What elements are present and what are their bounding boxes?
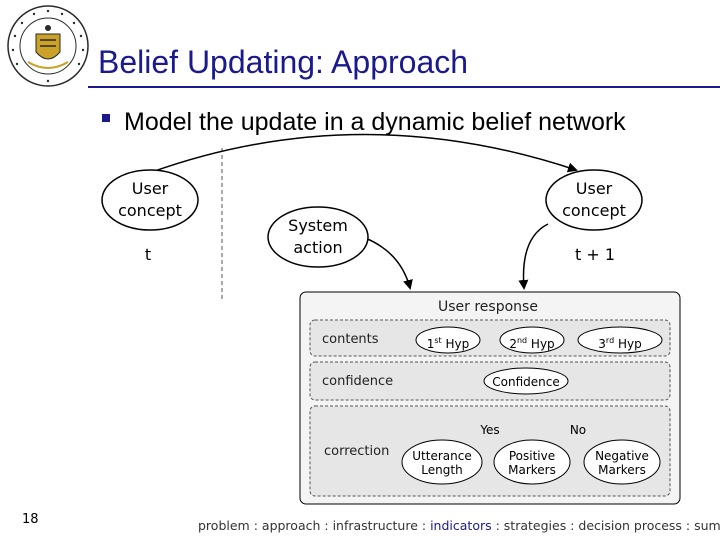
node-positive-markers [493, 439, 571, 485]
footer-item-approach[interactable]: approach [261, 518, 321, 533]
utterance-length-label: Utterance Length [402, 449, 482, 477]
yes-label: Yes [480, 423, 500, 437]
node-user-concept-t [101, 169, 199, 231]
node-confidence [483, 367, 569, 395]
node-hyp1 [415, 326, 481, 354]
node-hyp2 [499, 326, 565, 354]
system-action-label: System action [268, 215, 368, 259]
user-concept-t-label: User concept [102, 178, 198, 222]
user-response-title: User response [438, 299, 538, 315]
positive-markers-line2: Markers [508, 463, 556, 477]
user-concept-t-line1: User [131, 179, 169, 198]
node-hyp3 [577, 326, 663, 354]
footer-nav: problem : approach : infrastructure : in… [198, 518, 720, 533]
node-system-action [267, 206, 369, 268]
negative-markers-line1: Negative [595, 449, 649, 463]
footer-item-problem[interactable]: problem [198, 518, 250, 533]
positive-markers-line1: Positive [508, 449, 556, 463]
bullet-text: Model the update in a dynamic belief net… [124, 108, 626, 136]
user-concept-t-line2: concept [118, 201, 182, 220]
contents-label: contents [322, 332, 379, 347]
contents-box [309, 319, 671, 357]
title-divider [88, 86, 720, 88]
footer-separator: : [417, 518, 431, 533]
utterance-length-line1: Utterance [412, 449, 472, 463]
correction-label: correction [324, 444, 390, 459]
node-utterance-length [401, 439, 483, 485]
user-concept-t1-line2: concept [562, 201, 626, 220]
footer-item-indicators[interactable]: indicators [430, 518, 492, 533]
footer-separator: : [249, 518, 262, 533]
footer-item-infrastructure[interactable]: infrastructure [332, 518, 418, 533]
arrow-concept-t-to-t1 [151, 133, 578, 173]
negative-markers-label: Negative Markers [584, 449, 660, 477]
arrow-concept-t1-to-response [518, 223, 549, 290]
no-label: No [569, 423, 587, 437]
time-t1-label: t + 1 [574, 245, 616, 264]
slide-number: 18 [22, 512, 39, 527]
bullet-square-icon [102, 114, 110, 122]
system-action-line1: System [288, 216, 348, 235]
footer-separator: : [681, 518, 695, 533]
node-negative-markers [583, 439, 661, 485]
footer-item-strategies[interactable]: strategies [503, 518, 567, 533]
confidence-node-label: Confidence [492, 375, 560, 389]
utterance-length-line2: Length [421, 463, 463, 477]
node-user-concept-t1 [545, 169, 643, 231]
footer-separator: : [566, 518, 579, 533]
time-t-label: t [144, 245, 152, 264]
footer-item-summary[interactable]: summary [694, 518, 720, 533]
confidence-row-label: confidence [322, 374, 394, 389]
footer-separator: : [491, 518, 504, 533]
university-seal-logo [7, 5, 89, 87]
system-action-line2: action [293, 238, 343, 257]
footer-item-decision-process[interactable]: decision process [578, 518, 682, 533]
slide-title: Belief Updating: Approach [98, 44, 469, 80]
hyp3-label: 3rd Hyp [598, 336, 642, 351]
hyp1-label: 1st Hyp [426, 336, 470, 351]
hyp2-label: 2nd Hyp [509, 336, 555, 351]
negative-markers-line2: Markers [598, 463, 646, 477]
positive-markers-label: Positive Markers [494, 449, 570, 477]
user-concept-t1-line1: User [575, 179, 613, 198]
user-concept-t1-label: User concept [546, 178, 642, 222]
correction-box [309, 405, 671, 497]
footer-separator: : [320, 518, 333, 533]
